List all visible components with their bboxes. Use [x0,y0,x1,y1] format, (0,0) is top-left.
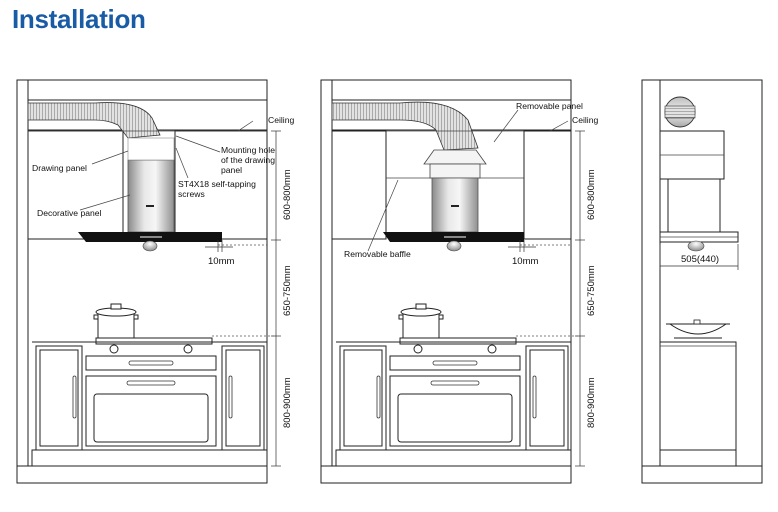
cooking-pot [398,303,444,339]
label-mounting-hole-1: Mounting hole [221,145,275,155]
dim-hood-height: 600-800mm [282,169,293,220]
hood-chimney-side [667,178,721,233]
upper-cabinet-left [27,130,124,240]
label-ceiling: Ceiling [268,115,294,125]
hood-lamp [687,240,705,252]
label-screws-2: screws [178,189,205,199]
page-title: Installation [12,4,146,34]
hood-lamp [446,240,462,252]
label-gap: 10mm [208,256,234,267]
wall-outline [320,79,572,484]
label-gap: 10mm [512,256,538,267]
cooking-pot [93,303,139,339]
upper-cabinet-left [331,130,387,240]
label-decorative-panel: Decorative panel [37,208,102,218]
side-view-right: 505(440) [641,79,763,484]
dim-hood-height: 600-800mm [586,169,597,220]
dim-mid-height: 650-750mm [282,265,293,316]
label-mounting-hole-3: panel [221,165,242,175]
wall-section [641,79,661,467]
upper-cabinet-right [523,130,572,240]
drawing-panel [127,137,175,161]
label-removable-baffle: Removable baffle [344,249,411,259]
chimney-cover [127,159,175,233]
dim-base-height: 800-900mm [282,377,293,428]
wall-outline [16,79,268,484]
flexible-duct [331,101,479,151]
upper-cabinet-right [174,130,268,240]
label-drawing-panel: Drawing panel [32,163,87,173]
base-cabinet-side [659,341,737,451]
wok [666,319,730,335]
dim-hood-depth: 505(440) [681,254,719,265]
label-screws-1: ST4X18 self-tapping [178,179,256,189]
hood-lamp [142,240,158,252]
cooktop [95,337,213,345]
label-removable-panel: Removable panel [516,101,583,111]
cooktop [399,337,517,345]
front-view-left: Ceiling Drawing panel Mounting hole of t… [16,79,294,484]
dim-mid-height: 650-750mm [586,265,597,316]
flexible-duct [27,102,161,139]
dim-base-height: 800-900mm [586,377,597,428]
label-ceiling: Ceiling [572,115,598,125]
front-view-middle: Removable panel Ceiling Removable baffle… [320,79,598,484]
label-mounting-hole-2: of the drawing [221,155,275,165]
